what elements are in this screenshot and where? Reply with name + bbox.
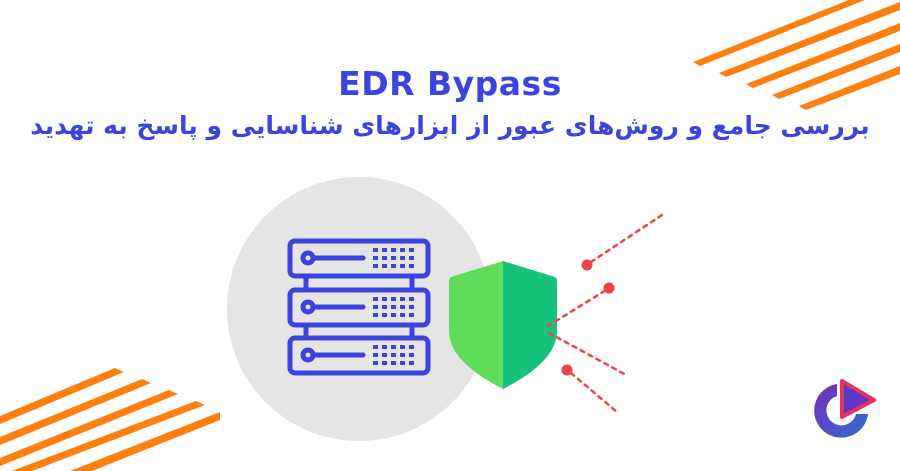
threat-dot bbox=[581, 259, 593, 271]
page-title: EDR Bypass bbox=[338, 64, 562, 103]
threat-dot bbox=[603, 282, 615, 294]
page-subtitle: بررسی جامع و روش‌های عبور از ابزارهای شن… bbox=[30, 111, 870, 140]
threat-dot bbox=[561, 364, 573, 376]
